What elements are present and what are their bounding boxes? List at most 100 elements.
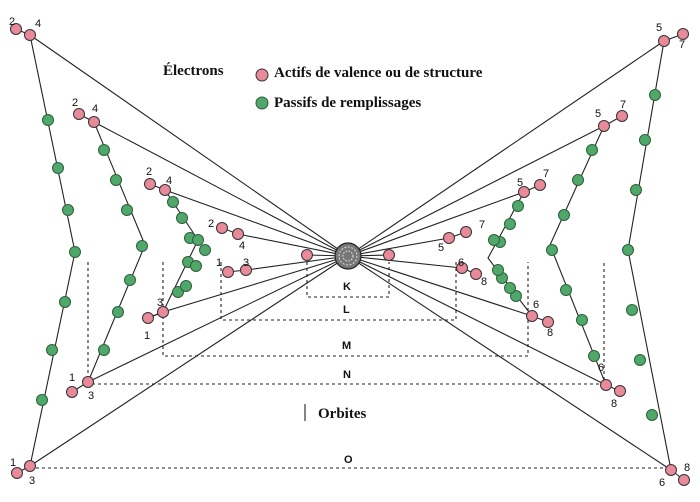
legend-heading: Électrons (163, 62, 224, 79)
legend-active-swatch (255, 68, 269, 82)
passive-electron-left-n-1 (110, 174, 122, 186)
active-electron-right-l-t1 (460, 226, 472, 238)
num-right-k-6: 6 (458, 257, 464, 269)
active-electron-left-n-b1 (82, 376, 94, 388)
num-right-n-8: 8 (611, 398, 617, 410)
num-left-l-2: 2 (208, 218, 214, 230)
passive-electron-left-o-0 (42, 114, 54, 126)
passive-electron-left-o-6 (36, 394, 48, 406)
num-right-k-8: 8 (481, 276, 487, 288)
ray-bottom-left-o (29, 255, 349, 467)
passive-electron-left-n-3 (136, 240, 148, 252)
active-electron-left-l-t0 (216, 222, 228, 234)
active-electron-left-m-b1 (157, 306, 169, 318)
ray-top-right-n (347, 125, 605, 257)
num-right-o-8: 8 (684, 462, 690, 474)
shell-label-n: N (343, 369, 351, 381)
active-electron-right-k-1 (470, 268, 482, 280)
num-right-o-6: 6 (659, 477, 665, 489)
active-electron-right-o-b1 (678, 474, 690, 486)
shell-label-l: L (343, 304, 350, 316)
ray-top-left-o (29, 34, 349, 257)
shell-bracket-n (87, 262, 605, 385)
shell-label-k: K (343, 281, 351, 293)
passive-electron-right-o-4 (626, 304, 638, 316)
active-electron-left-k-0 (222, 266, 234, 278)
num-right-o-7: 7 (679, 39, 685, 51)
active-electron-right-m-t1 (534, 179, 546, 191)
legend-active-label: Actifs de valence ou de structure (274, 65, 483, 81)
num-left-l-4: 4 (239, 240, 245, 252)
ray-bottom-right-o (347, 255, 672, 471)
num-left-l-3: 3 (157, 297, 163, 309)
shell-bracket-k (306, 262, 390, 298)
num-left-n-4: 4 (92, 103, 98, 115)
num-left-n-3: 3 (88, 390, 94, 402)
ray-bottom-right-n (347, 255, 607, 386)
passive-electron-left-n-6 (98, 344, 110, 356)
active-electron-left-k-1 (240, 264, 252, 276)
legend-passive-swatch (255, 96, 269, 110)
passive-electron-right-o-1 (639, 134, 651, 146)
passive-electron-right-o-3 (622, 244, 634, 256)
passive-electron-right-o-2 (630, 184, 642, 196)
active-electron-left-o-t1 (24, 29, 36, 41)
passive-electron-right-l-0 (488, 234, 500, 246)
legend: Électrons Actifs de valence ou de struct… (163, 62, 483, 111)
passive-electron-left-o-1 (52, 162, 64, 174)
num-right-l-8: 8 (547, 327, 553, 339)
passive-electron-right-m-4 (510, 290, 522, 302)
num-left-k-1: 1 (216, 257, 222, 269)
active-electron-right-n-b1 (614, 385, 626, 397)
electron-numbers: 2 4 2 4 2 4 2 4 1 3 3 1 1 3 1 3 5 7 5 7 … (9, 16, 690, 489)
active-electron-left-m-b0 (142, 312, 154, 324)
num-left-k-3: 3 (243, 257, 249, 269)
num-right-m-7: 7 (543, 168, 549, 180)
num-right-m-5: 5 (517, 177, 523, 189)
passive-electron-right-o-5 (634, 354, 646, 366)
ray-top-left-n (93, 121, 349, 257)
num-left-o-4: 4 (35, 18, 41, 30)
num-right-l-6: 6 (533, 299, 539, 311)
ray-l-right-top (347, 237, 450, 257)
passive-electron-right-l-1 (492, 264, 504, 276)
active-electron-right-o-b0 (665, 464, 677, 476)
passive-electron-right-o-0 (649, 89, 661, 101)
active-electron-right-o-t0 (658, 35, 670, 47)
passive-electron-left-m-1 (176, 212, 188, 224)
orbits-label: Orbites (318, 406, 366, 422)
passive-electron-right-n-0 (586, 144, 598, 156)
ray-k-left (245, 255, 349, 271)
ray-top-left-m (164, 189, 349, 257)
active-electron-right-m-b1 (542, 316, 554, 328)
zigzag-right-o (627, 40, 672, 471)
passive-electron-right-m-0 (512, 200, 524, 212)
ray-bottom-left-n (87, 255, 349, 383)
num-right-l-7: 7 (479, 219, 485, 231)
zigzag-right-m (487, 191, 533, 317)
passive-electron-right-n-5 (576, 314, 588, 326)
num-left-m-2: 2 (146, 166, 152, 178)
shell-label-o: O (344, 454, 353, 466)
num-right-o-5: 5 (656, 22, 662, 34)
active-electron-left-o-t0 (10, 23, 22, 35)
passive-electron-right-n-6 (588, 350, 600, 362)
passive-electron-right-l-2 (504, 282, 516, 294)
passive-electron-right-n-3 (546, 244, 558, 256)
passive-electron-left-o-3 (69, 246, 81, 258)
passive-electron-left-l-1 (190, 260, 202, 272)
active-electron-left-m-t0 (144, 178, 156, 190)
active-electron-left-n-b0 (66, 386, 78, 398)
active-electron-left-n-t1 (88, 116, 100, 128)
num-right-n-5: 5 (595, 108, 601, 120)
ray-top-right-o (347, 40, 665, 257)
passive-electron-left-n-0 (98, 144, 110, 156)
ray-k-right (347, 255, 463, 269)
passive-electron-left-o-5 (46, 344, 58, 356)
active-electron-right-n-t1 (616, 110, 628, 122)
active-electron-right-m-t0 (518, 186, 530, 198)
shell-label-m: M (342, 340, 351, 352)
shell-bracket-l (220, 262, 457, 321)
